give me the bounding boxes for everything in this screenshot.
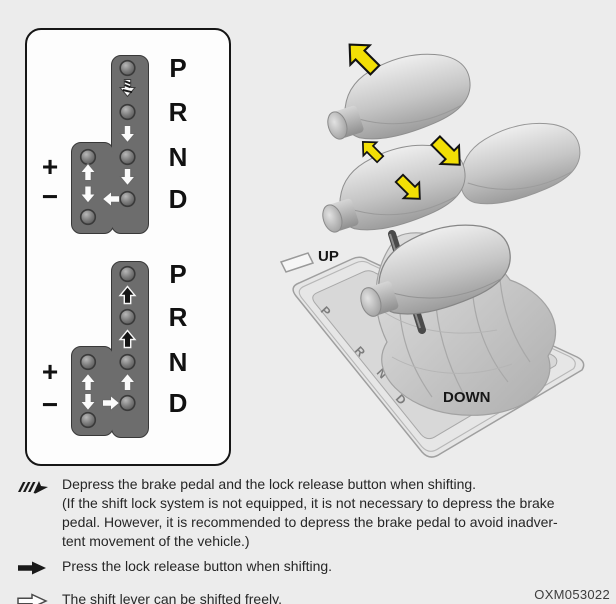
legend: Depress the brake pedal and the lock rel…: [16, 474, 608, 604]
position-dot-D: [119, 190, 136, 208]
shift-lever-illustration: P R N D: [279, 33, 589, 458]
up-direction-tag-icon: [279, 252, 315, 273]
legend-line: Depress the brake pedal and the lock rel…: [62, 476, 477, 492]
position-dot-P: [119, 265, 136, 283]
outline-arrow-icon: [16, 588, 62, 604]
lock-release-button: [360, 281, 399, 317]
shift-knob-ghost-middle: [322, 133, 475, 239]
legend-text: Press the lock release button when shift…: [62, 555, 608, 576]
legend-text: The shift lever can be shifted freely.: [62, 588, 608, 604]
shift-pattern-upshift: P R N D + −: [42, 259, 188, 438]
legend-line: The shift lever can be shifted freely.: [62, 591, 282, 604]
shifter-base-plate: P R N D: [292, 256, 585, 458]
manual-plus-label: +: [42, 356, 58, 387]
legend-line: Press the lock release button when shift…: [62, 558, 333, 574]
position-dot-R: [119, 103, 136, 121]
legend-item-brake-and-lock: Depress the brake pedal and the lock rel…: [16, 474, 608, 551]
position-dot-manual-plus: [79, 353, 97, 371]
legend-line: tent movement of the vehicle.): [62, 533, 250, 549]
gear-label-R: R: [169, 97, 188, 127]
gear-label-D: D: [169, 184, 188, 214]
solid-arrow-icon: [16, 555, 62, 583]
up-label: UP: [318, 248, 339, 265]
shift-pattern-diagrams: P R N D + −: [42, 53, 188, 438]
position-dot-P: [119, 59, 136, 77]
position-dot-manual-plus: [79, 148, 97, 166]
legend-text: Depress the brake pedal and the lock rel…: [62, 474, 608, 551]
position-dot-N: [119, 148, 136, 166]
gear-label-N: N: [169, 142, 188, 172]
lock-release-button: [327, 105, 364, 140]
legend-line: pedal. However, it is recommended to dep…: [62, 514, 558, 530]
gear-label-D: D: [169, 388, 188, 418]
shift-knob-ghost-top: [327, 42, 480, 148]
down-label: DOWN: [443, 389, 491, 406]
manual-minus-label: −: [42, 389, 58, 420]
figure-code: OXM053022: [534, 587, 610, 602]
gear-label-P: P: [169, 53, 186, 83]
manual-minus-label: −: [42, 181, 58, 212]
lock-release-button: [322, 198, 359, 233]
shift-pattern-box: P R N D + −: [25, 28, 231, 466]
manual-plus-label: +: [42, 151, 58, 182]
gear-label-N: N: [169, 347, 188, 377]
hatched-arrow-icon: [16, 474, 62, 502]
position-dot-D: [119, 394, 136, 412]
position-dot-R: [119, 308, 136, 326]
legend-line: (If the shift lock system is not equippe…: [62, 495, 555, 511]
legend-item-free-shift: The shift lever can be shifted freely.: [16, 588, 608, 604]
legend-item-lock-release: Press the lock release button when shift…: [16, 555, 608, 583]
brake-and-lock-release-down-arrow-icon: [119, 79, 136, 97]
gear-label-P: P: [169, 259, 186, 289]
shift-knob-ghost-right: [449, 112, 589, 213]
position-dot-manual-minus: [79, 411, 97, 429]
shift-pattern-downshift: P R N D + −: [42, 53, 188, 234]
position-dot-manual-minus: [79, 208, 97, 226]
shift-knob-main: [360, 212, 520, 324]
position-dot-N: [119, 353, 136, 371]
gear-label-R: R: [169, 302, 188, 332]
